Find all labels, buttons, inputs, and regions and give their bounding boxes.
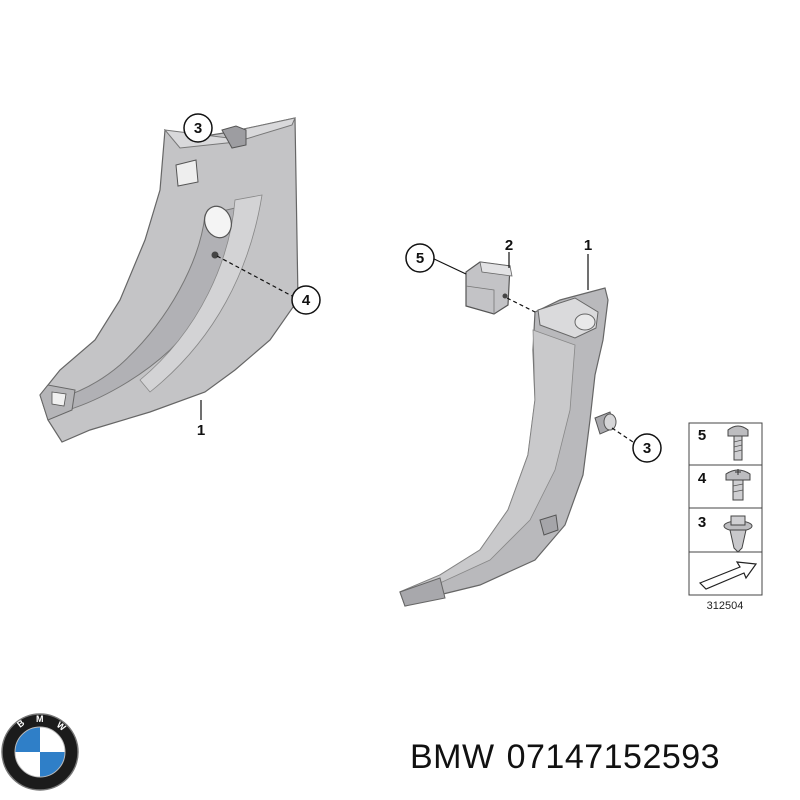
legend-number-3: 3 bbox=[698, 514, 706, 531]
svg-text:1: 1 bbox=[197, 422, 205, 439]
right-callout-5: 5 bbox=[405, 243, 467, 275]
left-callout-4: 4 bbox=[216, 255, 321, 315]
right-callout-2: 2 bbox=[505, 237, 536, 313]
diagram-code: 312504 bbox=[707, 600, 744, 612]
part-number: 07147152593 bbox=[506, 738, 721, 776]
screw-icon bbox=[727, 425, 749, 461]
svg-text:3: 3 bbox=[194, 120, 202, 137]
svg-text:M: M bbox=[36, 714, 44, 724]
direction-arrow-icon bbox=[698, 561, 758, 590]
svg-text:1: 1 bbox=[584, 237, 592, 254]
svg-text:4: 4 bbox=[302, 292, 311, 309]
left-callout-3: 3 bbox=[183, 113, 213, 143]
legend-number-5: 5 bbox=[698, 427, 706, 444]
svg-text:2: 2 bbox=[505, 237, 513, 254]
cross-screw-icon bbox=[725, 469, 751, 501]
fastener-legend: 5 4 3 bbox=[688, 422, 763, 596]
right-callout-3: 3 bbox=[611, 427, 662, 463]
svg-text:3: 3 bbox=[643, 440, 651, 457]
left-callout-1: 1 bbox=[197, 400, 205, 439]
right-trim-panel bbox=[399, 287, 617, 607]
svg-text:5: 5 bbox=[416, 250, 424, 267]
left-trim-panel bbox=[39, 117, 299, 443]
footer-part-label: BMW 07147152593 bbox=[410, 738, 732, 777]
expanding-clip-icon bbox=[723, 515, 753, 553]
brand-name: BMW bbox=[410, 738, 495, 776]
svg-text:B: B bbox=[15, 717, 27, 729]
bmw-logo: B M W bbox=[1, 713, 79, 791]
clip-part-2 bbox=[465, 261, 513, 315]
right-callout-1: 1 bbox=[584, 237, 592, 290]
legend-number-4: 4 bbox=[698, 470, 707, 487]
